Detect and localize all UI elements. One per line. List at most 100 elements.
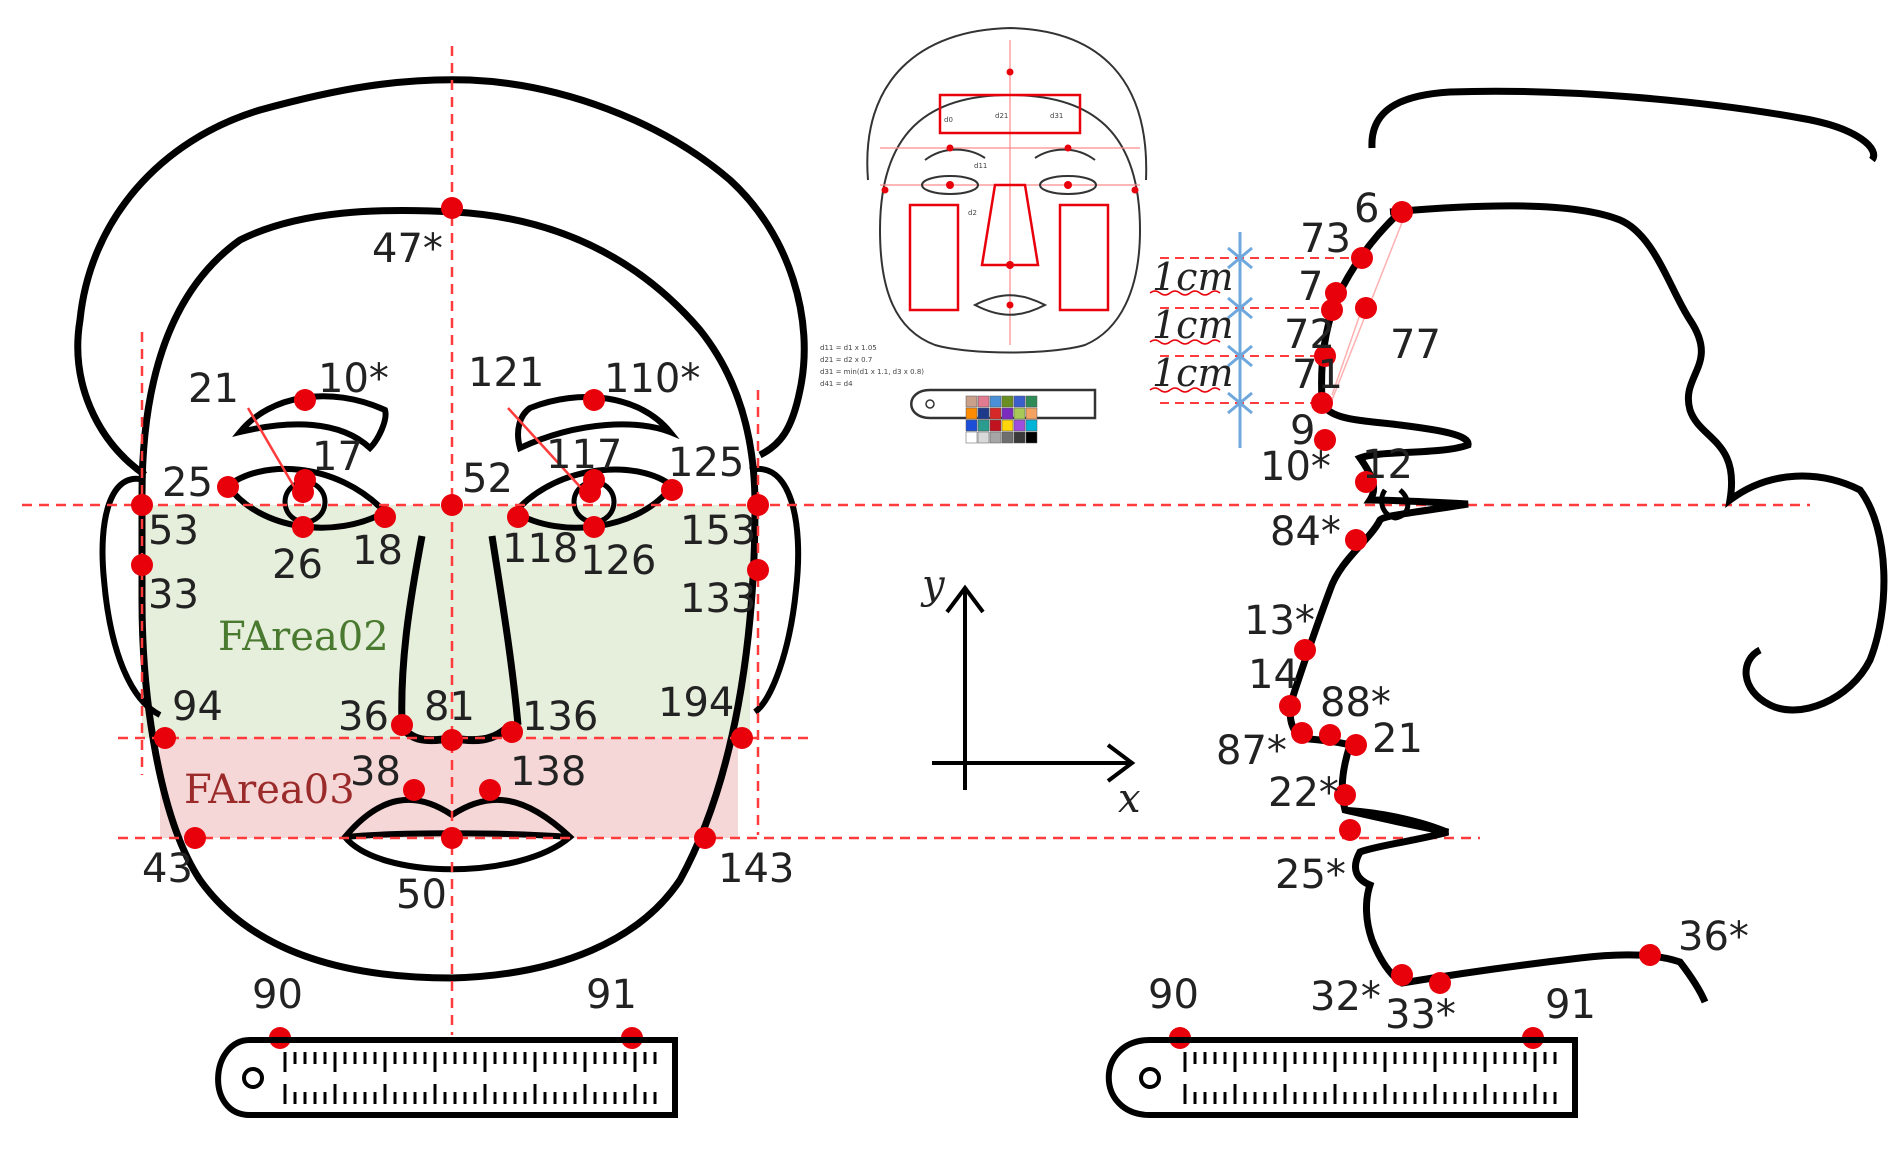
farea03-region: [160, 738, 738, 838]
profile-lip-upper: [1347, 807, 1450, 835]
y-axis-label: y: [920, 562, 946, 608]
frontal-landmark-point: [507, 506, 529, 528]
frontal-landmark-point: [501, 721, 523, 743]
frontal-landmark-label: 126: [580, 538, 656, 584]
left-eyebrow: [232, 393, 389, 453]
profile-landmark-label: 6: [1354, 186, 1379, 232]
profile-landmark-label: 91: [1545, 982, 1596, 1028]
profile-nostril: [1379, 488, 1411, 521]
frontal-landmark-point: [217, 476, 239, 498]
frontal-landmark-label: 91: [586, 972, 637, 1018]
profile-landmark-point: [1319, 724, 1341, 746]
profile-landmark-label: 9: [1290, 408, 1315, 454]
scale-unit-label-2: 1cm: [1152, 303, 1234, 347]
left-ear: [99, 475, 162, 718]
profile-landmark-point: [1314, 429, 1336, 451]
frontal-landmark-label: 118: [502, 526, 578, 572]
frontal-landmark-point: [184, 827, 206, 849]
profile-landmark-label: 12: [1362, 442, 1413, 488]
profile-ruler: [1105, 1037, 1578, 1118]
hair-outline: [74, 76, 808, 478]
frontal-landmark-label: 43: [142, 846, 193, 892]
profile-landmark-point: [1279, 695, 1301, 717]
profile-landmark-label: 33*: [1385, 992, 1456, 1038]
profile-landmark-label: 25*: [1275, 852, 1346, 898]
profile-landmark-point: [1334, 784, 1356, 806]
profile-landmark-point: [1355, 297, 1377, 319]
ref-ruler: [910, 388, 1097, 420]
frontal-landmark-point: [374, 506, 396, 528]
profile-landmark-point: [1391, 964, 1413, 986]
profile-landmark-points: [1169, 201, 1661, 1049]
ref-formula-3: d31 = min(d1 x 1.1, d3 x 0.8): [820, 368, 924, 376]
profile-scale-marker: [1227, 232, 1253, 448]
profile-hair-top: [1368, 87, 1878, 163]
frontal-landmark-label: 138: [510, 749, 586, 795]
frontal-landmark-label: 81: [424, 684, 475, 730]
frontal-landmark-point: [403, 779, 425, 801]
frontal-landmark-points: [131, 197, 769, 1049]
ref-box-label-1: d21: [995, 112, 1008, 120]
scale-unit-label-1: 1cm: [1152, 255, 1234, 299]
frontal-landmark-label: 10*: [318, 356, 389, 402]
frontal-landmark-label: 110*: [604, 356, 700, 402]
right-eyebrow: [515, 394, 680, 453]
frontal-landmark-point: [479, 779, 501, 801]
profile-landmark-label: 14: [1248, 652, 1299, 698]
frontal-landmark-label: 121: [468, 350, 544, 396]
frontal-landmark-label: 18: [352, 528, 403, 574]
profile-landmark-label: 73: [1300, 216, 1351, 262]
frontal-landmark-label: 133: [680, 576, 756, 622]
frontal-landmark-point: [292, 516, 314, 538]
profile-landmark-point: [1429, 972, 1451, 994]
frontal-landmark-label: 117: [546, 432, 622, 478]
frontal-ruler: [215, 1037, 678, 1118]
frontal-landmark-label: 33: [148, 572, 199, 618]
profile-landmark-point: [1294, 639, 1316, 661]
frontal-landmark-point: [294, 389, 316, 411]
ref-box-label-4: d11: [974, 162, 987, 170]
right-ear: [749, 465, 802, 715]
frontal-landmark-label: 94: [172, 684, 223, 730]
profile-landmark-label: 32*: [1310, 974, 1381, 1020]
color-checker-chart: [965, 395, 1038, 444]
profile-landmark-point: [1325, 282, 1347, 304]
profile-landmark-point: [1639, 944, 1661, 966]
profile-landmark-label: 22*: [1268, 770, 1339, 816]
frontal-landmark-label: 125: [668, 440, 744, 486]
profile-landmark-point: [1321, 299, 1343, 321]
frontal-landmark-point: [441, 197, 463, 219]
frontal-landmark-label: 53: [148, 508, 199, 554]
x-axis-label: x: [1118, 776, 1141, 822]
frontal-guide-lines: [22, 46, 1810, 1035]
leader-121: [507, 407, 595, 503]
frontal-landmark-label: 143: [718, 846, 794, 892]
profile-landmark-point: [1391, 201, 1413, 223]
frontal-landmark-point: [583, 516, 605, 538]
frontal-landmark-label: 36: [338, 694, 389, 740]
profile-landmark-label: 13*: [1244, 598, 1315, 644]
frontal-landmark-point: [131, 554, 153, 576]
frontal-landmark-label: 26: [272, 542, 323, 588]
frontal-landmark-label: 136: [522, 694, 598, 740]
frontal-landmark-label: 153: [680, 508, 756, 554]
frontal-landmark-label: 50: [396, 872, 447, 918]
frontal-landmark-point: [747, 494, 769, 516]
farea02-region: [142, 505, 750, 738]
profile-landmark-point: [1345, 529, 1367, 551]
profile-landmark-label: 21: [1372, 716, 1423, 762]
frontal-landmark-point: [583, 469, 605, 491]
coordinate-axes: y x: [920, 562, 1141, 822]
frontal-landmark-label: 90: [252, 972, 303, 1018]
frontal-landmark-point: [661, 479, 683, 501]
nose-left-line: [398, 535, 426, 726]
frontal-landmark-point: [441, 494, 463, 516]
profile-landmark-point: [1291, 722, 1313, 744]
frontal-landmark-point: [441, 729, 463, 751]
frontal-landmark-point: [391, 714, 413, 736]
frontal-landmark-label: 17: [312, 434, 363, 480]
profile-landmark-point: [1355, 471, 1377, 493]
